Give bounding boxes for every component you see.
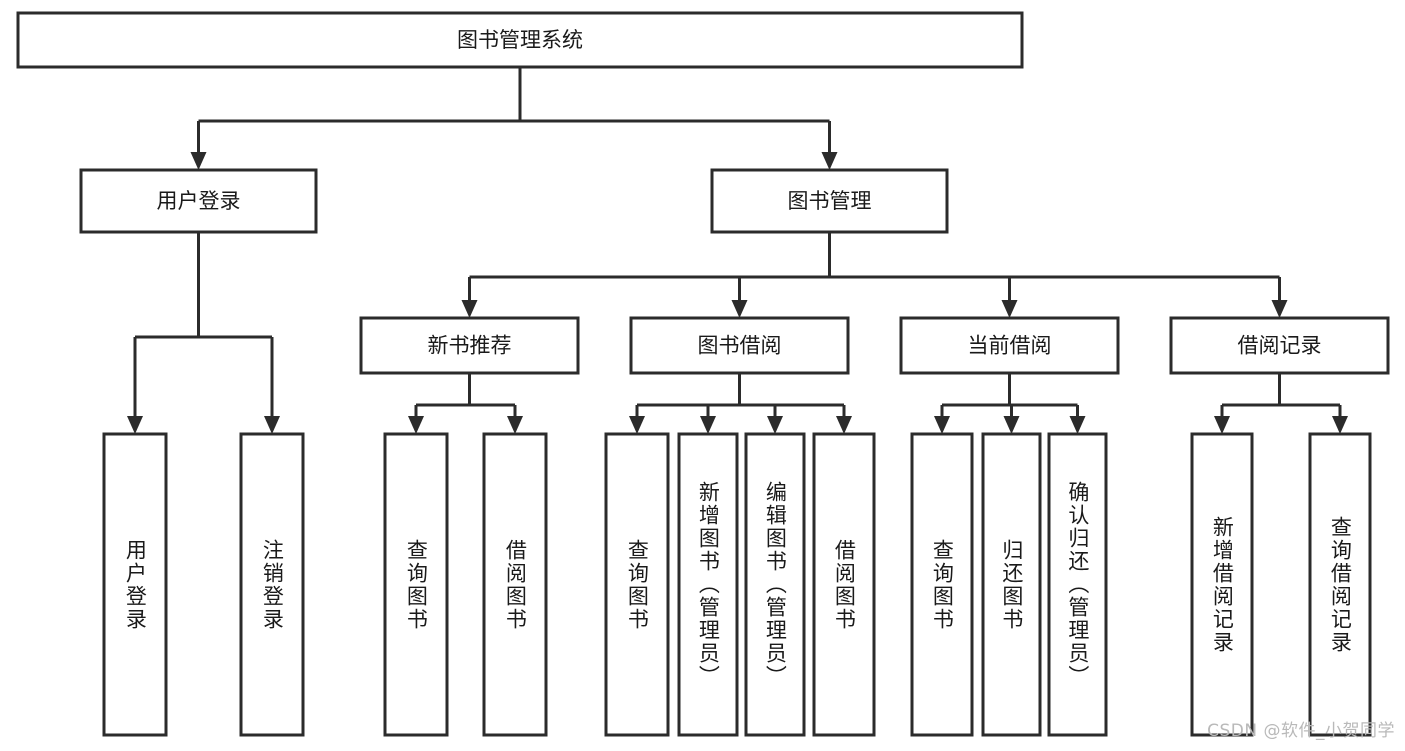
arrowhead-book-borrow-leaf-edit-book-admin (767, 416, 783, 434)
node-box-book-management (710, 168, 949, 234)
arrowhead-borrow-record-leaf-add-borrow-record (1214, 416, 1230, 434)
arrowhead-user-login-leaf-user-logout (264, 416, 280, 434)
node-box-leaf-query-book-current (910, 432, 974, 737)
node-box-leaf-borrow-book (812, 432, 876, 737)
node-box-leaf-confirm-return-admin (1047, 432, 1108, 737)
node-box-borrow-record (1169, 316, 1390, 375)
node-label-new-book-recommend: 新书推荐 (428, 334, 512, 358)
arrowhead-book-borrow-leaf-borrow-book (836, 416, 852, 434)
node-box-user-login (79, 168, 318, 234)
node-box-current-borrow (899, 316, 1120, 375)
arrowhead-current-borrow-leaf-query-book-current (934, 416, 950, 434)
watermark-text: CSDN @软件_小贺同学 (1207, 721, 1395, 741)
node-box-leaf-query-borrow-record (1308, 432, 1372, 737)
arrowhead-new-book-recommend-leaf-borrow-book-recommend (507, 416, 523, 434)
node-label-root: 图书管理系统 (457, 28, 583, 52)
arrowhead-book-management-new-book-recommend (461, 300, 478, 318)
node-box-leaf-return-book (981, 432, 1042, 737)
connector-layer (127, 67, 1348, 434)
arrowhead-root-user-login (190, 152, 207, 170)
node-box-leaf-user-logout (239, 432, 305, 737)
arrowhead-current-borrow-leaf-return-book (1003, 416, 1020, 434)
node-label-current-borrow: 当前借阅 (968, 334, 1052, 358)
node-box-leaf-add-borrow-record (1190, 432, 1254, 737)
arrowhead-current-borrow-leaf-confirm-return-admin (1069, 416, 1086, 434)
arrowhead-book-management-book-borrow (731, 300, 748, 318)
node-label-user-login: 用户登录 (157, 189, 241, 213)
node-label-book-borrow: 图书借阅 (698, 334, 782, 358)
arrowhead-borrow-record-leaf-query-borrow-record (1332, 416, 1348, 434)
node-label-book-management: 图书管理 (788, 189, 872, 213)
node-box-leaf-edit-book-admin (744, 432, 806, 737)
node-box-book-borrow (629, 316, 850, 375)
node-label-borrow-record: 借阅记录 (1238, 334, 1322, 358)
node-box-leaf-query-book-borrow (604, 432, 670, 737)
node-box-root (16, 11, 1024, 69)
node-box-leaf-user-login (102, 432, 168, 737)
arrowhead-book-borrow-leaf-add-book-admin (700, 416, 716, 434)
arrowhead-new-book-recommend-leaf-query-book-recommend (408, 416, 424, 434)
arrowhead-book-management-borrow-record (1271, 300, 1288, 318)
arrowhead-book-management-current-borrow (1001, 300, 1018, 318)
arrowhead-book-borrow-leaf-query-book-borrow (629, 416, 645, 434)
node-box-leaf-query-book-recommend (383, 432, 449, 737)
node-box-leaf-add-book-admin (677, 432, 739, 737)
arrowhead-user-login-leaf-user-login (127, 416, 143, 434)
node-box-leaf-borrow-book-recommend (482, 432, 548, 737)
node-box-new-book-recommend (359, 316, 580, 375)
arrowhead-root-book-management (821, 152, 838, 170)
